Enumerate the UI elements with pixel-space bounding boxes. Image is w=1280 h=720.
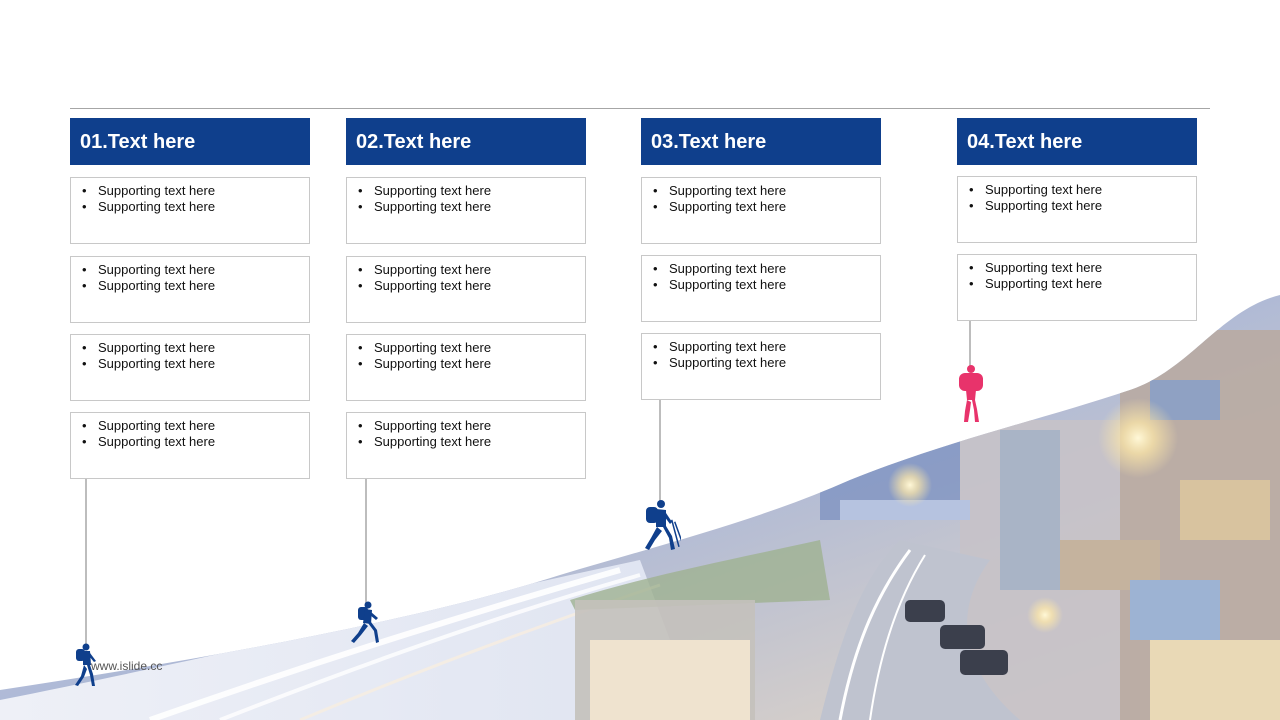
bullet-text: Supporting text here	[355, 340, 585, 356]
leader-line-3	[659, 400, 661, 504]
bullet-text: Supporting text here	[966, 198, 1196, 214]
column-3-box-3: Supporting text hereSupporting text here	[641, 333, 881, 400]
column-2-box-4: Supporting text hereSupporting text here	[346, 412, 586, 479]
hiker-icon	[959, 365, 983, 422]
column-1-box-3: Supporting text hereSupporting text here	[70, 334, 310, 401]
bullet-text: Supporting text here	[355, 278, 585, 294]
hiker-icon	[645, 500, 681, 550]
bullet-text: Supporting text here	[355, 199, 585, 215]
bullet-text: Supporting text here	[966, 276, 1196, 292]
hiker-icon	[351, 601, 379, 643]
column-2-box-1: Supporting text hereSupporting text here	[346, 177, 586, 244]
bullet-text: Supporting text here	[650, 277, 880, 293]
bullet-text: Supporting text here	[79, 278, 309, 294]
bullet-text: Supporting text here	[966, 260, 1196, 276]
column-3-box-1: Supporting text hereSupporting text here	[641, 177, 881, 244]
bullet-text: Supporting text here	[79, 183, 309, 199]
bullet-text: Supporting text here	[650, 183, 880, 199]
bullet-text: Supporting text here	[355, 356, 585, 372]
column-4: 04.Text here Supporting text hereSupport…	[957, 118, 1197, 321]
bullet-text: Supporting text here	[79, 262, 309, 278]
bullet-text: Supporting text here	[355, 262, 585, 278]
hiker-icon	[75, 643, 96, 686]
column-1-box-1: Supporting text hereSupporting text here	[70, 177, 310, 244]
bullet-text: Supporting text here	[79, 199, 309, 215]
column-2-box-2: Supporting text hereSupporting text here	[346, 256, 586, 323]
leader-line-2	[365, 479, 367, 605]
column-3-box-2: Supporting text hereSupporting text here	[641, 255, 881, 322]
bullet-text: Supporting text here	[79, 356, 309, 372]
column-2-header: 02.Text here	[346, 118, 586, 165]
column-1-box-2: Supporting text hereSupporting text here	[70, 256, 310, 323]
bullet-text: Supporting text here	[966, 182, 1196, 198]
bullet-text: Supporting text here	[650, 355, 880, 371]
column-4-header: 04.Text here	[957, 118, 1197, 165]
leader-line-4	[969, 321, 971, 371]
column-1-header: 01.Text here	[70, 118, 310, 165]
column-3: 03.Text here Supporting text hereSupport…	[641, 118, 881, 400]
top-divider	[70, 108, 1210, 109]
bullet-text: Supporting text here	[355, 434, 585, 450]
bullet-text: Supporting text here	[355, 418, 585, 434]
bullet-text: Supporting text here	[355, 183, 585, 199]
column-4-box-1: Supporting text hereSupporting text here	[957, 176, 1197, 243]
leader-line-1	[85, 479, 87, 647]
column-3-header: 03.Text here	[641, 118, 881, 165]
bullet-text: Supporting text here	[79, 418, 309, 434]
column-1: 01.Text here Supporting text hereSupport…	[70, 118, 310, 479]
column-4-box-2: Supporting text hereSupporting text here	[957, 254, 1197, 321]
watermark: www.islide.cc	[91, 659, 163, 673]
bullet-text: Supporting text here	[79, 434, 309, 450]
bullet-text: Supporting text here	[650, 339, 880, 355]
column-2-box-3: Supporting text hereSupporting text here	[346, 334, 586, 401]
column-2: 02.Text here Supporting text hereSupport…	[346, 118, 586, 479]
bullet-text: Supporting text here	[79, 340, 309, 356]
bullet-text: Supporting text here	[650, 199, 880, 215]
bullet-text: Supporting text here	[650, 261, 880, 277]
column-1-box-4: Supporting text hereSupporting text here	[70, 412, 310, 479]
